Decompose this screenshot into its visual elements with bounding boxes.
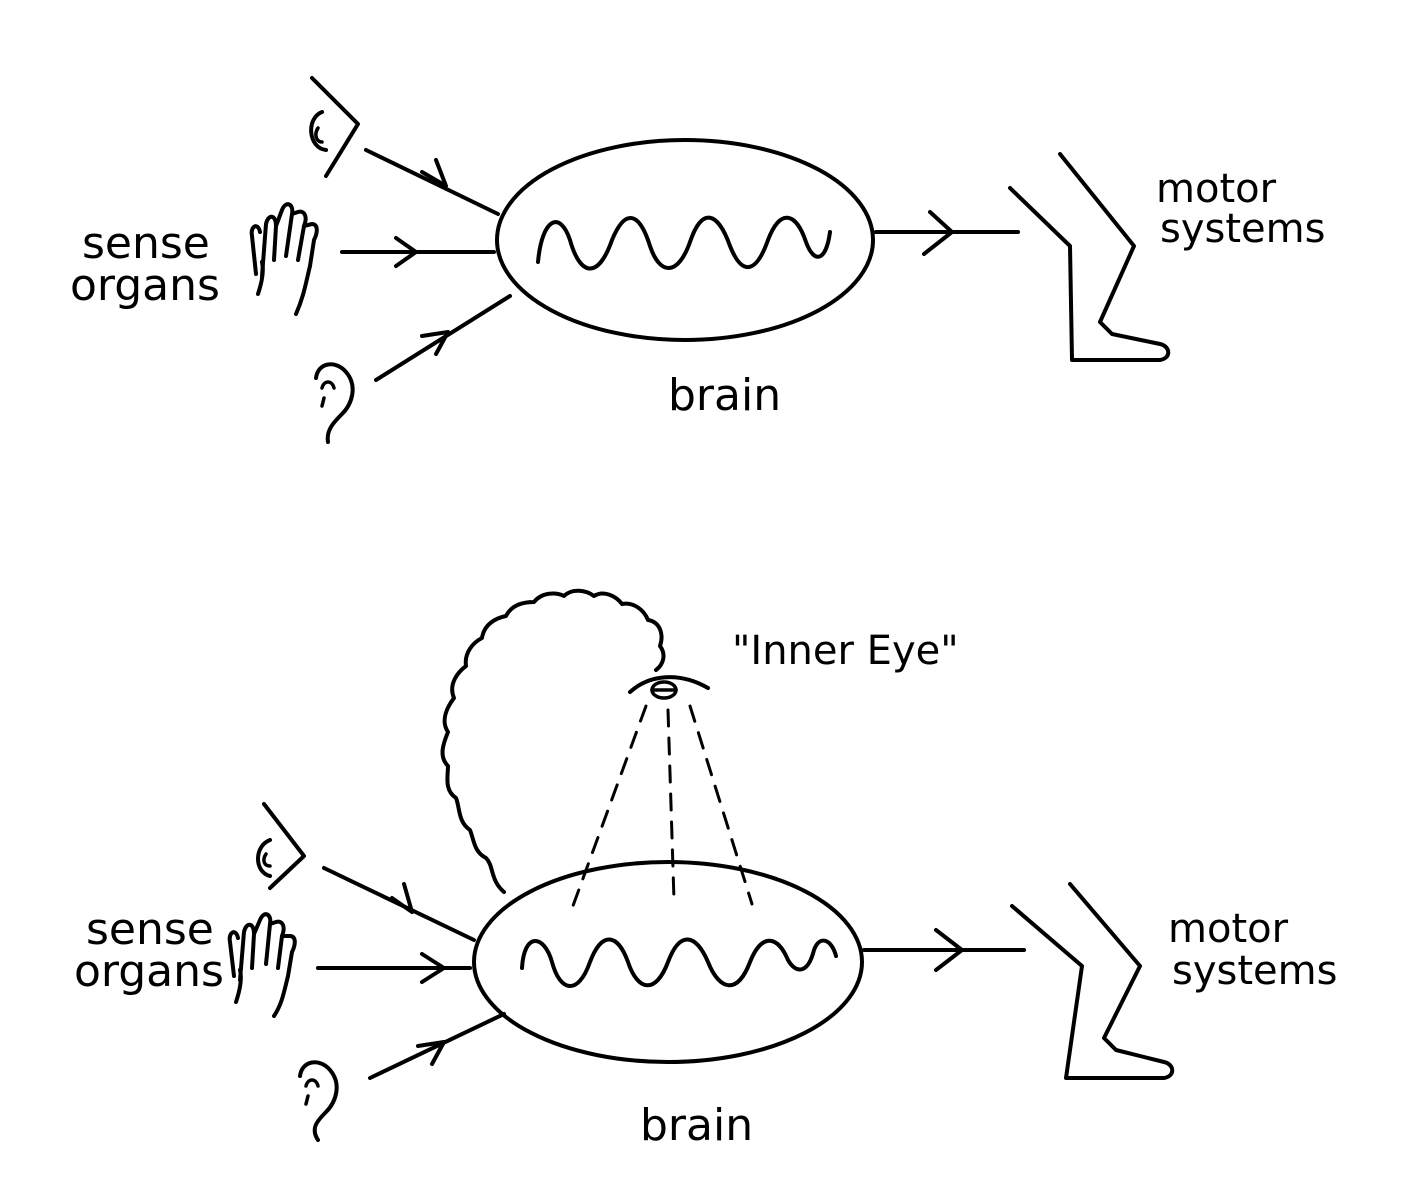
hand-icon — [227, 912, 297, 1018]
thought-cloud-icon — [440, 588, 666, 894]
ear-icon — [298, 1060, 339, 1142]
top-brain-wave — [536, 215, 832, 271]
bottom-motor-label-line2: systems — [1172, 948, 1337, 994]
top-output-arrow — [874, 210, 1020, 256]
bottom-sense-label-line1: sense — [86, 904, 214, 955]
inner-eye-beams — [568, 704, 754, 916]
bottom-panel: sense organs — [74, 588, 1337, 1151]
inner-eye-icon — [628, 675, 710, 700]
top-brain: brain — [495, 138, 875, 421]
eye-icon — [256, 802, 306, 890]
inner-eye-label: "Inner Eye" — [732, 628, 959, 674]
ear-icon — [314, 362, 355, 444]
top-brain-label: brain — [668, 370, 781, 421]
bottom-motor-label-line1: motor — [1168, 906, 1289, 952]
eye-icon — [309, 76, 360, 178]
bottom-sense-label-line2: organs — [74, 946, 224, 997]
top-sense-label-line2: organs — [70, 260, 220, 311]
leg-icon — [1008, 152, 1171, 362]
leg-icon — [1010, 882, 1175, 1080]
hand-icon — [249, 202, 319, 316]
bottom-brain-label: brain — [640, 1100, 753, 1151]
top-motor-label-line1: motor — [1156, 166, 1277, 212]
bottom-input-arrows — [316, 866, 506, 1080]
bottom-brain-wave — [520, 937, 838, 988]
top-sense-label-line1: sense — [82, 218, 210, 269]
top-motor-label-line2: systems — [1160, 206, 1325, 252]
top-panel: sense organs — [70, 76, 1325, 444]
bottom-brain: brain — [472, 860, 864, 1151]
bottom-output-arrow — [862, 928, 1026, 972]
top-input-arrows — [340, 148, 512, 382]
